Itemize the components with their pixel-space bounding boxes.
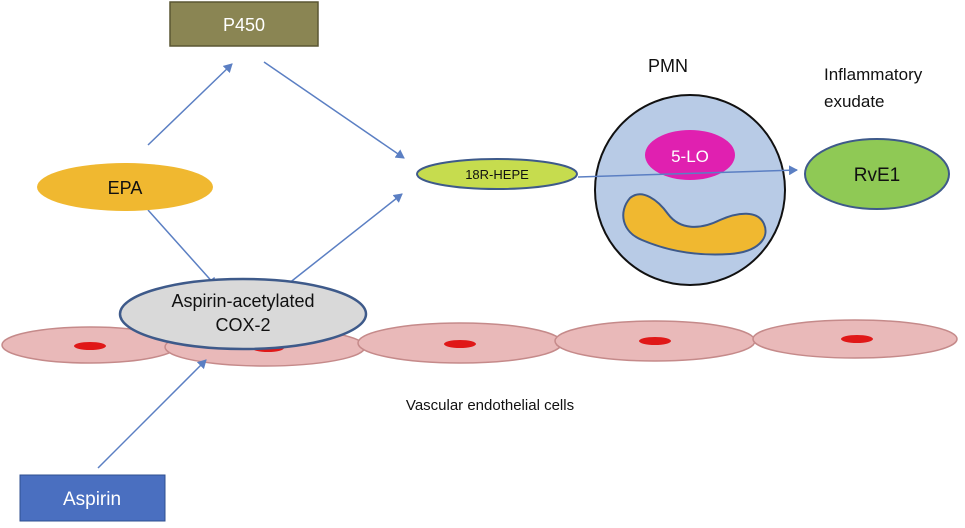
exudate-label-line2: exudate	[824, 92, 885, 111]
rve1-node: RvE1	[804, 138, 950, 210]
aspirin-acetylated-cox2-node: Aspirin-acetylated COX-2	[118, 277, 368, 351]
vascular-endothelial-label: Vascular endothelial cells	[406, 397, 574, 414]
endothelial-cell	[357, 322, 563, 364]
endothelial-cell	[752, 319, 958, 359]
arrow-epa-to-cox2	[147, 209, 217, 287]
five-lo-label: 5-LO	[671, 147, 709, 166]
pmn-label: PMN	[648, 56, 688, 76]
arrow-aspirin-to-cox2	[97, 359, 207, 469]
epa-node: EPA	[37, 163, 213, 211]
epa-label: EPA	[108, 178, 143, 198]
cell-nucleus	[639, 337, 671, 345]
cox2-label-line2: COX-2	[215, 315, 270, 335]
hepe-label: 18R-HEPE	[465, 167, 529, 182]
rve1-label: RvE1	[854, 165, 900, 186]
p450-node: P450	[169, 1, 319, 47]
cell-nucleus	[444, 340, 476, 348]
exudate-label-line1: Inflammatory	[824, 65, 923, 84]
arrow-p450-to-hepe	[263, 61, 405, 159]
five-lo-node	[645, 130, 735, 180]
endothelial-cell	[554, 320, 756, 362]
cell-nucleus	[841, 335, 873, 343]
hepe-node: 18R-HEPE	[416, 158, 578, 190]
arrow-epa-to-p450	[147, 63, 233, 146]
arrow-hepe-to-rve1	[577, 165, 798, 178]
arrow-cox2-to-hepe	[287, 193, 403, 285]
p450-label: P450	[223, 15, 265, 35]
aspirin-label: Aspirin	[63, 489, 121, 510]
cox2-label-line1: Aspirin-acetylated	[171, 291, 314, 311]
pmn-granule	[622, 193, 767, 256]
cell-nucleus	[74, 342, 106, 350]
pmn-cell: 5-LO	[594, 94, 786, 286]
aspirin-node: Aspirin	[19, 474, 166, 522]
